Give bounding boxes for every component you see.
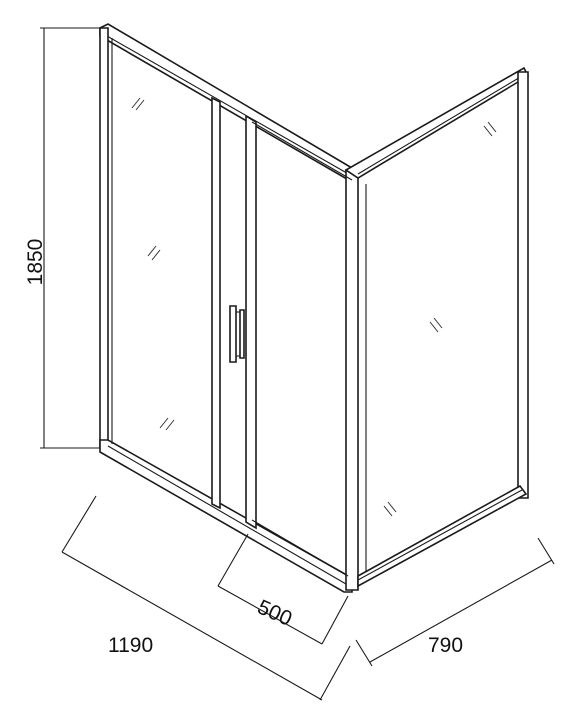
- height-label: 1850: [24, 239, 47, 286]
- side-glass-glare-marks: [383, 121, 497, 517]
- width-dimension: 1190: [61, 495, 351, 701]
- depth-label: 790: [428, 634, 463, 657]
- glass-glare-marks: [131, 97, 175, 431]
- door-handle: [229, 305, 245, 363]
- height-dimension: 1850: [24, 27, 100, 449]
- width-label: 1190: [108, 634, 153, 657]
- front-panel: [99, 23, 359, 593]
- side-panel: [344, 66, 530, 588]
- depth-dimension: 790: [355, 537, 555, 667]
